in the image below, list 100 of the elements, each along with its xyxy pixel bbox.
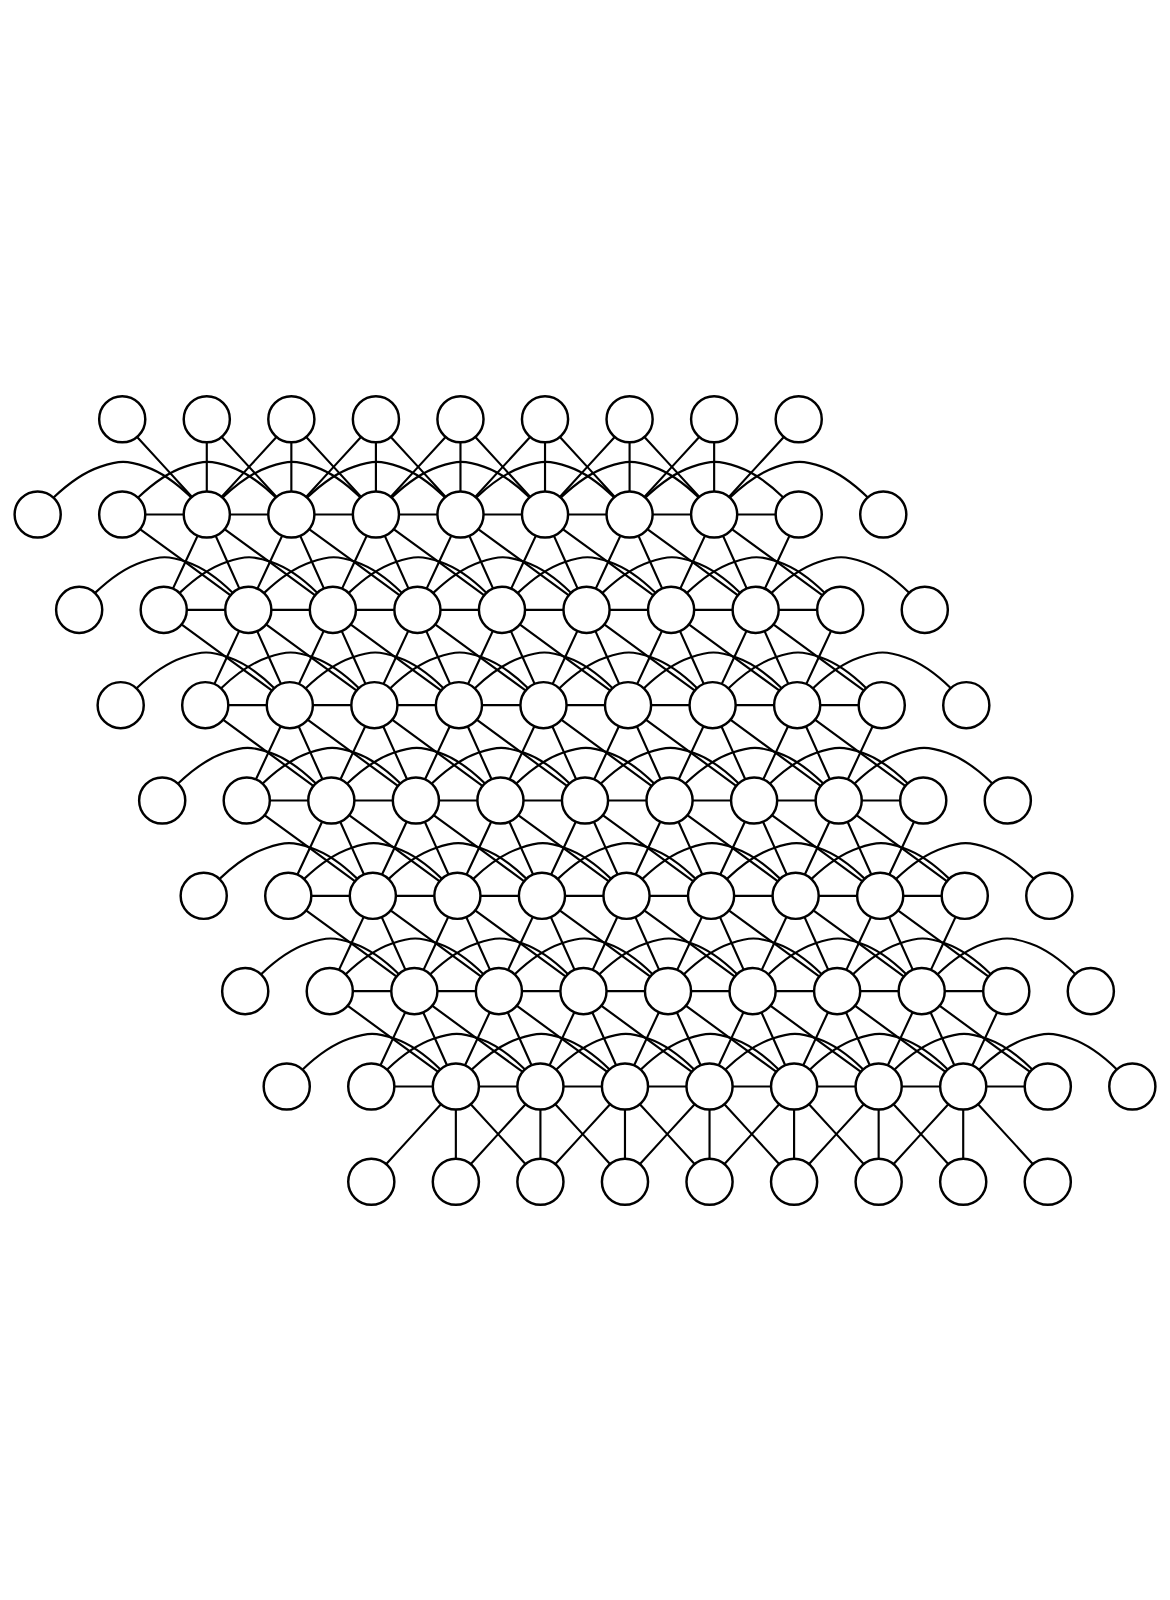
connector: [431, 1004, 523, 1073]
connector: [298, 630, 325, 684]
connector: [734, 894, 773, 897]
node-circle: [605, 394, 654, 443]
connector: [422, 916, 449, 970]
connector: [479, 1084, 517, 1088]
connector: [944, 989, 983, 992]
connector: [813, 909, 905, 977]
connector: [388, 841, 528, 879]
connector: [649, 894, 688, 897]
connector: [640, 1032, 780, 1070]
connector: [269, 798, 308, 802]
connector: [299, 535, 325, 589]
connector: [763, 630, 790, 684]
connector: [679, 630, 705, 684]
connector: [177, 746, 317, 784]
node-circle: [981, 966, 1031, 1015]
node-circle: [1025, 871, 1074, 920]
connector: [263, 555, 403, 593]
node-circle: [476, 775, 525, 825]
node-circle: [474, 966, 524, 1015]
connector: [719, 821, 746, 875]
connector: [606, 989, 645, 992]
connector: [594, 535, 622, 589]
connector: [937, 936, 1076, 975]
node-circle: [477, 585, 527, 634]
node-circle: [224, 585, 273, 634]
connector: [694, 608, 733, 611]
node-circle: [774, 394, 823, 443]
connector: [516, 1004, 608, 1073]
connector: [145, 512, 184, 516]
connector: [929, 1011, 956, 1065]
connector: [648, 1084, 686, 1088]
connector: [724, 1032, 864, 1070]
node-circle: [520, 394, 570, 443]
connector: [519, 623, 611, 691]
connector: [687, 813, 779, 882]
connector: [861, 798, 900, 802]
connector: [762, 821, 788, 875]
node-circle: [605, 489, 654, 539]
connector: [720, 630, 748, 684]
node-circle: [857, 680, 906, 729]
connector: [645, 718, 737, 787]
connector: [433, 813, 525, 882]
connector: [762, 725, 789, 779]
connector: [793, 1109, 796, 1159]
node-circle: [431, 1061, 481, 1111]
node-circle: [391, 775, 441, 825]
connector: [229, 512, 268, 516]
connector: [728, 436, 785, 497]
connector: [591, 1011, 617, 1065]
connector: [770, 1004, 862, 1073]
connector: [560, 718, 653, 787]
node-circle: [728, 966, 777, 1015]
connector: [559, 436, 616, 497]
connector: [425, 630, 451, 684]
connector: [255, 725, 282, 779]
connector: [971, 1011, 998, 1065]
node-circle: [220, 966, 270, 1015]
connector: [510, 535, 537, 589]
connector: [474, 651, 614, 689]
node-circle: [854, 1061, 903, 1111]
connector: [262, 746, 401, 784]
connector: [440, 608, 479, 611]
node-circle: [685, 1061, 734, 1111]
connector: [676, 916, 703, 970]
connector: [692, 798, 731, 802]
connector: [508, 821, 534, 875]
connector: [568, 512, 607, 516]
connector: [459, 442, 462, 491]
connector: [429, 936, 569, 975]
node-circle: [54, 585, 104, 634]
connector: [553, 535, 579, 589]
node-circle: [180, 680, 230, 729]
connector: [256, 630, 282, 684]
connector: [431, 746, 571, 784]
node-circle: [516, 1061, 565, 1111]
connector: [708, 1109, 711, 1159]
connector: [676, 1011, 702, 1065]
connector: [506, 1011, 533, 1065]
connector: [602, 813, 694, 882]
connector: [341, 535, 368, 589]
connector: [393, 527, 485, 596]
connector: [265, 623, 357, 691]
connector: [347, 1004, 439, 1073]
node-circle: [308, 585, 358, 634]
connector: [558, 651, 698, 689]
connector: [565, 894, 603, 897]
connector: [557, 841, 697, 879]
connector: [510, 630, 536, 684]
connector: [677, 725, 705, 779]
node-circle: [688, 680, 737, 729]
connector: [395, 894, 434, 897]
connector: [136, 436, 193, 497]
node-circle: [812, 966, 862, 1015]
connector: [647, 527, 739, 596]
node-circle: [307, 775, 356, 825]
connector: [645, 460, 784, 498]
connector: [764, 535, 791, 589]
node-circle: [560, 775, 610, 825]
